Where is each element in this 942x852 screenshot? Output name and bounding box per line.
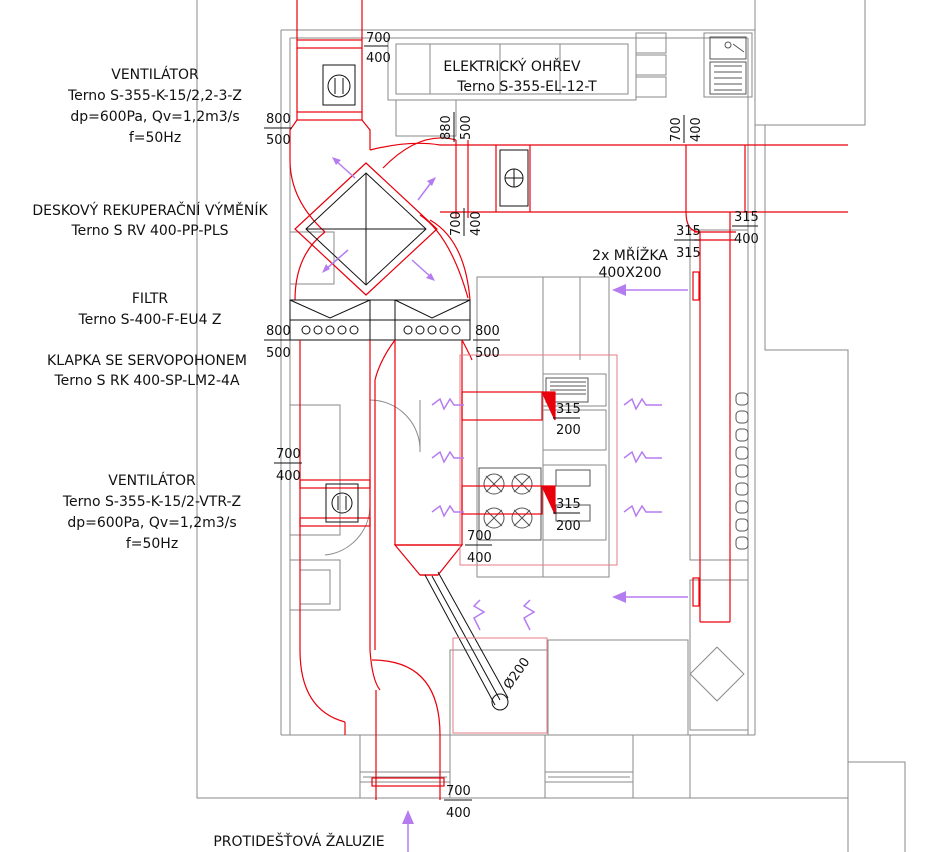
svg-text:400: 400	[734, 232, 759, 247]
svg-text:500: 500	[459, 115, 474, 140]
recuperator-unit	[294, 162, 438, 296]
air-squiggle-left-1	[431, 397, 464, 411]
dim-315-200-a: 315 200	[553, 402, 581, 438]
svg-text:700: 700	[366, 31, 391, 46]
svg-text:500: 500	[475, 346, 500, 361]
building-walls	[196, 0, 906, 852]
fan-bottom-label: VENTILÁTOR Terno S-355-K-15/2-VTR-Z dp=6…	[62, 472, 241, 552]
svg-text:500: 500	[266, 133, 291, 148]
svg-text:ELEKTRICKÝ OHŘEV: ELEKTRICKÝ OHŘEV	[443, 58, 581, 75]
round-duct-label: Ø200	[501, 655, 533, 692]
svg-text:315: 315	[734, 210, 759, 225]
air-squiggle-left-3	[431, 504, 464, 518]
svg-text:400: 400	[366, 51, 391, 66]
component-labels: VENTILÁTOR Terno S-355-K-15/2,2-3-Z dp=6…	[32, 58, 668, 850]
svg-text:315: 315	[556, 497, 581, 512]
damper-label: KLAPKA SE SERVOPOHONEM Terno S RK 400-SP…	[47, 353, 247, 389]
stove-burners	[478, 467, 542, 541]
svg-text:Terno S RV 400-PP-PLS: Terno S RV 400-PP-PLS	[70, 223, 228, 239]
svg-text:700: 700	[669, 117, 684, 142]
svg-text:880: 880	[439, 115, 454, 140]
svg-text:DESKOVÝ REKUPERAČNÍ VÝMĚNÍK: DESKOVÝ REKUPERAČNÍ VÝMĚNÍK	[32, 201, 268, 219]
svg-text:400: 400	[467, 551, 492, 566]
svg-text:315: 315	[676, 246, 701, 261]
dim-800-500-filter-left: 800 500	[264, 324, 292, 361]
filter-pleats	[301, 325, 461, 335]
air-squiggle-right-1	[623, 397, 662, 411]
round-exhaust-duct	[424, 571, 509, 711]
fan-top-label: VENTILÁTOR Terno S-355-K-15/2,2-3-Z dp=6…	[67, 66, 242, 146]
svg-text:f=50Hz: f=50Hz	[129, 130, 181, 146]
dim-800-500-left-top: 800 500	[264, 112, 292, 148]
svg-text:800: 800	[266, 324, 291, 339]
recuperator-label: DESKOVÝ REKUPERAČNÍ VÝMĚNÍK Terno S RV 4…	[32, 201, 268, 239]
svg-text:700: 700	[467, 529, 492, 544]
air-squiggle-left-2	[431, 450, 464, 464]
louvre-label: PROTIDEŠŤOVÁ ŽALUZIE	[213, 832, 384, 850]
air-squiggle-right-3	[623, 504, 662, 518]
fan-unit-bottom	[299, 479, 371, 527]
svg-text:400: 400	[469, 211, 484, 236]
svg-text:500: 500	[266, 346, 291, 361]
svg-text:400: 400	[446, 806, 471, 821]
svg-text:dp=600Pa, Qv=1,2m3/s: dp=600Pa, Qv=1,2m3/s	[67, 515, 236, 531]
svg-text:400X200: 400X200	[598, 265, 661, 281]
air-squiggle-right-2	[623, 450, 662, 464]
filter-label: FILTR Terno S-400-F-EU4 Z	[77, 291, 221, 328]
dim-700-400-hood: 700 400	[465, 529, 492, 566]
svg-text:700: 700	[446, 784, 471, 799]
kitchen-hood	[452, 354, 618, 734]
air-squiggle-down-2	[522, 599, 536, 631]
svg-text:800: 800	[475, 324, 500, 339]
svg-text:400: 400	[276, 469, 301, 484]
grille-label: 2x MŘÍŽKA 400X200	[592, 246, 668, 281]
svg-text:VENTILÁTOR: VENTILÁTOR	[108, 472, 196, 489]
svg-text:FILTR: FILTR	[132, 291, 169, 307]
svg-text:Terno S-355-K-15/2-VTR-Z: Terno S-355-K-15/2-VTR-Z	[62, 494, 241, 510]
svg-text:800: 800	[266, 112, 291, 127]
svg-text:200: 200	[556, 423, 581, 438]
fan-unit-top	[322, 64, 356, 106]
dim-315-400: 315 400	[732, 210, 759, 247]
svg-text:dp=600Pa, Qv=1,2m3/s: dp=600Pa, Qv=1,2m3/s	[70, 109, 239, 125]
dim-700-400-vert-right: 700 400	[669, 115, 704, 143]
svg-text:400: 400	[689, 117, 704, 142]
svg-text:Terno S-355-K-15/2,2-3-Z: Terno S-355-K-15/2,2-3-Z	[67, 88, 242, 104]
svg-text:Terno S-355-EL-12-T: Terno S-355-EL-12-T	[456, 79, 597, 95]
dim-800-500-filter-right: 800 500	[473, 324, 500, 361]
ductwork	[289, 0, 848, 800]
dim-880-500-vertical: 880 500	[439, 112, 474, 142]
svg-text:VENTILÁTOR: VENTILÁTOR	[111, 66, 199, 83]
dim-315-315: 315 315	[674, 224, 701, 261]
dim-700-400-fan: 700 400	[274, 447, 302, 484]
svg-text:Terno S RK 400-SP-LM2-4A: Terno S RK 400-SP-LM2-4A	[53, 373, 239, 389]
svg-text:2x MŘÍŽKA: 2x MŘÍŽKA	[592, 246, 668, 264]
svg-text:f=50Hz: f=50Hz	[126, 536, 178, 552]
air-squiggle-down-1	[472, 599, 486, 631]
filter-unit	[289, 299, 471, 341]
svg-text:700: 700	[276, 447, 301, 462]
svg-text:KLAPKA SE SERVOPOHONEM: KLAPKA SE SERVOPOHONEM	[47, 353, 247, 369]
dim-315-200-b: 315 200	[553, 497, 581, 534]
svg-text:315: 315	[556, 402, 581, 417]
airflow-indicators	[322, 157, 688, 852]
right-wall-rollers	[735, 392, 749, 550]
svg-text:200: 200	[556, 519, 581, 534]
heater-label: ELEKTRICKÝ OHŘEV Terno S-355-EL-12-T	[443, 58, 597, 95]
svg-text:700: 700	[449, 211, 464, 236]
dim-700-400-top: 700 400	[364, 31, 391, 66]
dim-700-400-vert-mid: 700 400	[449, 208, 484, 236]
svg-text:Terno S-400-F-EU4 Z: Terno S-400-F-EU4 Z	[77, 312, 221, 328]
svg-text:315: 315	[676, 224, 701, 239]
dim-700-400-bottom: 700 400	[444, 784, 472, 821]
